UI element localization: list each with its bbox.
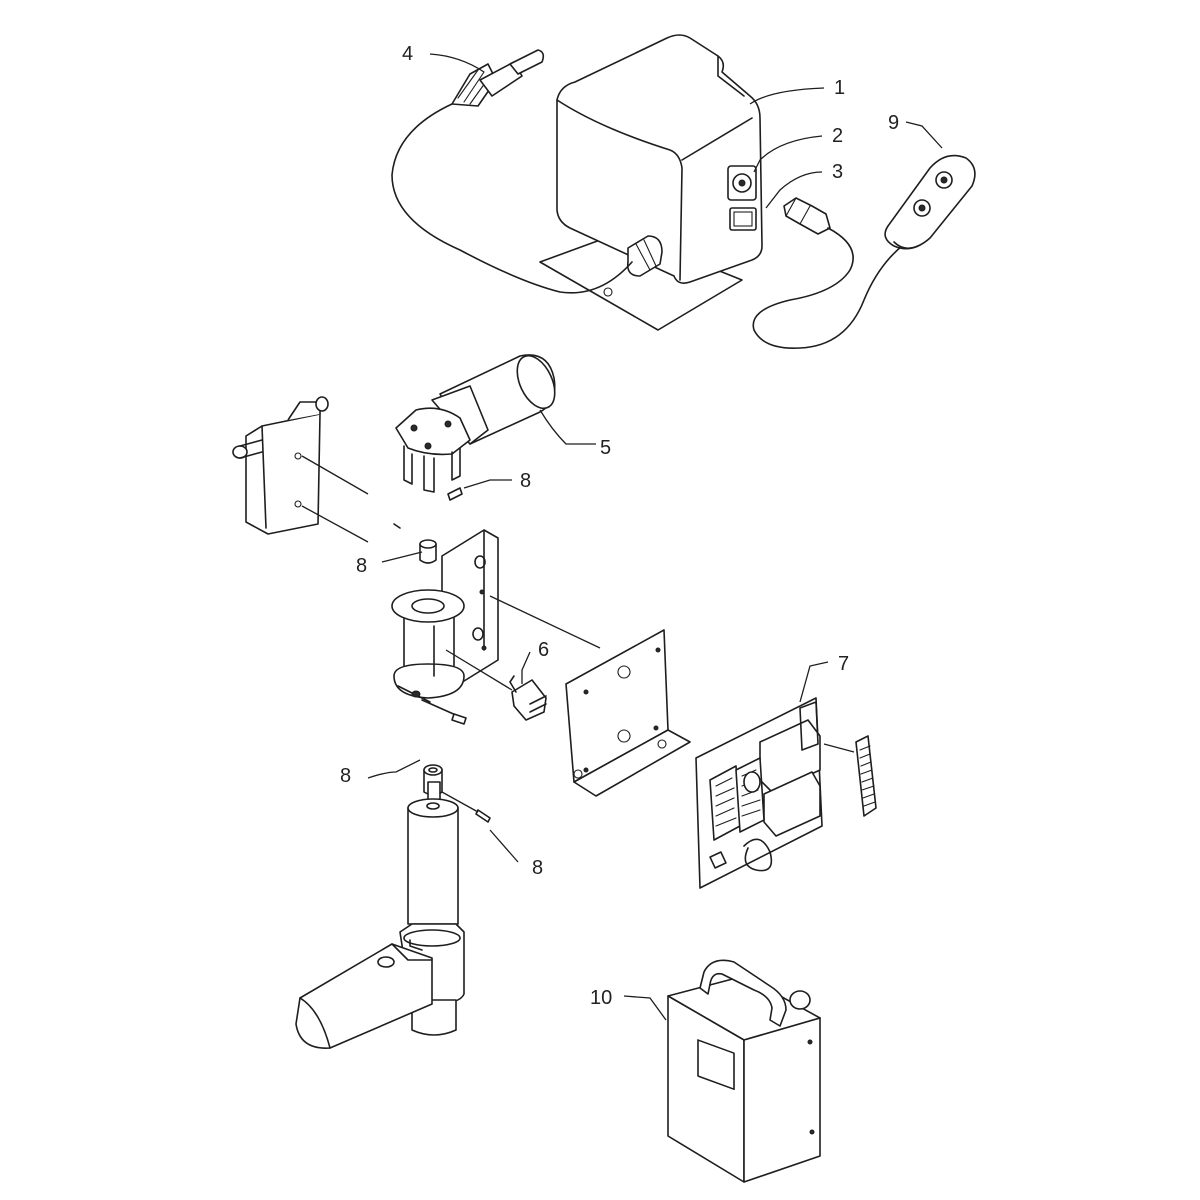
callout-label-8-upper-left: 8 xyxy=(356,555,367,577)
part-6-limit-switch xyxy=(445,649,547,721)
callout-label-8-lower-left: 8 xyxy=(340,765,351,787)
part-1-housing xyxy=(539,34,763,331)
part-4-probe-with-cable xyxy=(391,49,633,294)
callout-labels: 1 2 3 4 5 6 7 8 8 8 8 9 10 xyxy=(340,43,899,1009)
callout-label-5: 5 xyxy=(600,437,611,459)
lower-shaft-assembly xyxy=(295,764,491,1049)
part-9-pendant-control xyxy=(884,154,976,250)
callout-label-9: 9 xyxy=(888,112,899,134)
part-5-gear-motor xyxy=(395,354,556,493)
adapter-plate-and-coupling xyxy=(391,487,601,725)
mounting-bracket-left xyxy=(232,396,369,543)
part-7-control-board xyxy=(695,697,877,889)
callout-label-1: 1 xyxy=(834,77,845,99)
angle-bracket xyxy=(565,629,691,797)
callout-label-8-lower-right: 8 xyxy=(532,857,543,879)
callout-label-7: 7 xyxy=(838,653,849,675)
callout-label-2: 2 xyxy=(832,125,843,147)
part-3-connector-cable xyxy=(752,197,903,349)
callout-label-6: 6 xyxy=(538,639,549,661)
callout-label-3: 3 xyxy=(832,161,843,183)
callout-leaders xyxy=(367,53,943,1021)
callout-label-8-upper-right: 8 xyxy=(520,470,531,492)
callout-label-4: 4 xyxy=(402,43,413,65)
part-10-control-box xyxy=(667,959,821,1183)
callout-label-10: 10 xyxy=(590,987,612,1009)
